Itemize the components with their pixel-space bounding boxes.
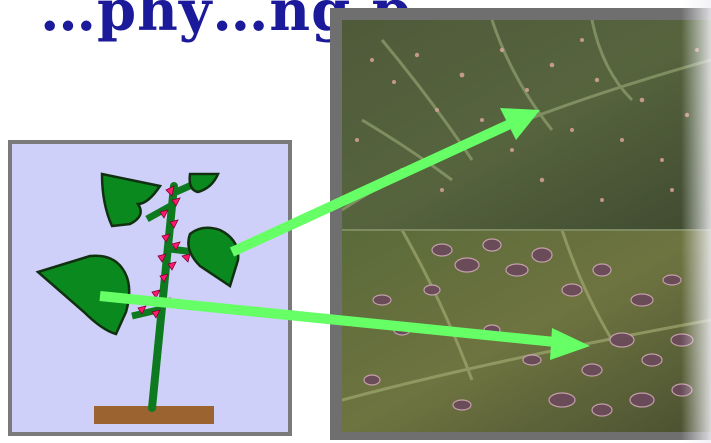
plant-diagram-icon <box>12 144 288 432</box>
leaf-upper-right <box>190 174 218 192</box>
plant-diagram-panel <box>8 140 292 436</box>
photo-divider <box>342 229 711 231</box>
right-edge-fade <box>681 0 711 443</box>
leaf-rust-photo-light <box>342 20 711 230</box>
leaf-rust-photo-heavy <box>342 230 711 432</box>
leaf-lower <box>38 256 129 334</box>
leaf-middle-right <box>188 228 238 286</box>
leaf-photo-panel <box>330 8 711 440</box>
